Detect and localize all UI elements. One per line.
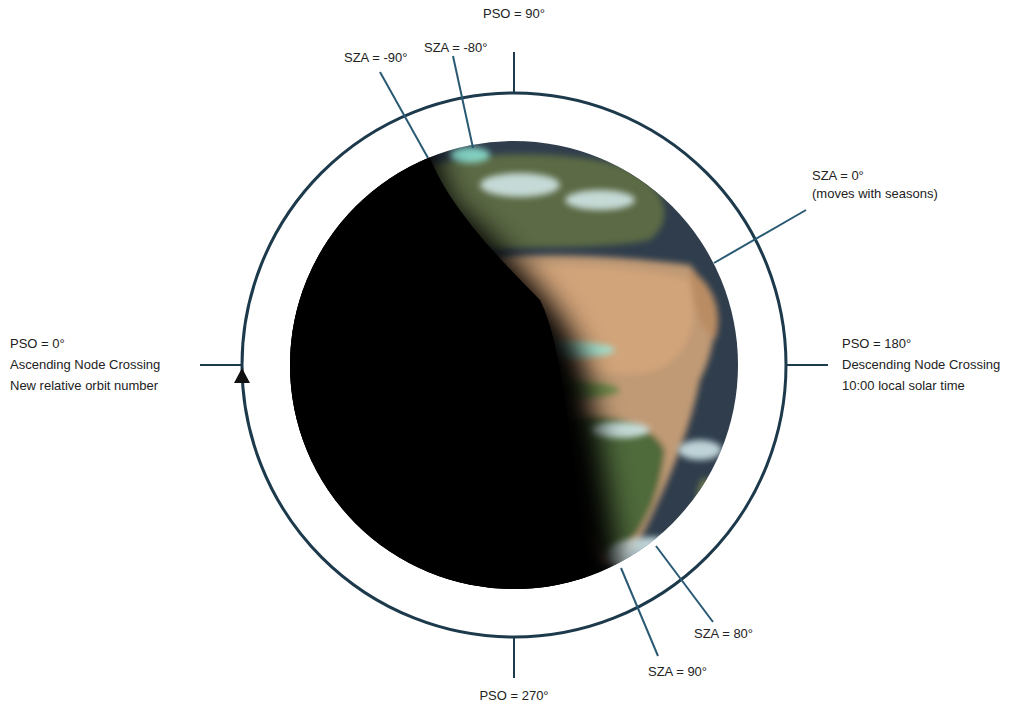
annotation-label: SZA = 80° [694, 626, 753, 642]
annotation-label: 10:00 local solar time [842, 378, 965, 394]
annotation-label: SZA = -80° [424, 40, 487, 56]
annotation-label: PSO = 90° [483, 6, 545, 22]
leader-lines [380, 56, 806, 656]
annotation-label: Ascending Node Crossing [10, 357, 160, 373]
annotation-label: SZA = -90° [344, 50, 407, 66]
annotation-label: (moves with seasons) [812, 186, 938, 202]
annotation-label: PSO = 180° [842, 336, 911, 352]
orbit-ring [242, 93, 786, 637]
direction-arrow [234, 368, 250, 383]
earth-globe [260, 110, 750, 620]
annotation-label: PSO = 0° [10, 336, 65, 352]
annotation-label: SZA = 90° [648, 664, 707, 680]
annotation-label: PSO = 270° [479, 688, 548, 704]
annotation-label: New relative orbit number [10, 378, 158, 394]
annotation-label: Descending Node Crossing [842, 357, 1000, 373]
tick-marks [200, 52, 828, 678]
annotation-label: SZA = 0° [812, 168, 864, 184]
